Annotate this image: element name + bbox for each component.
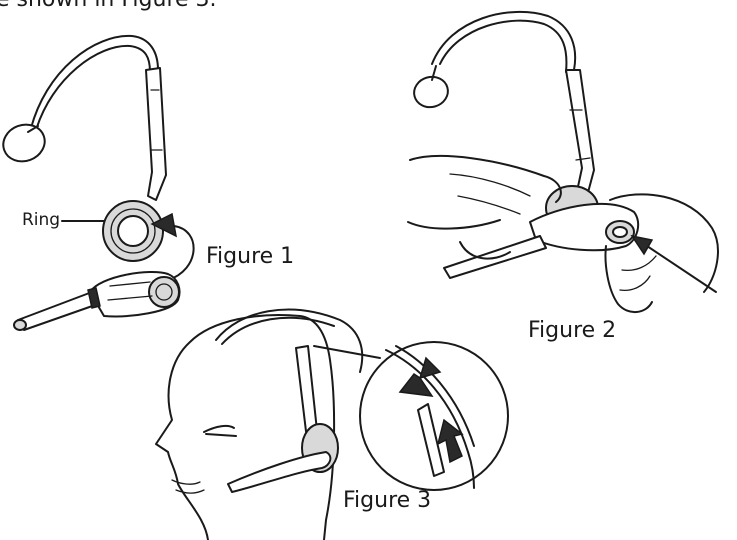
figure2-slider-arm-icon: [566, 70, 594, 200]
figure2-caption: Figure 2: [528, 320, 616, 342]
figure3-head-illustration: [156, 310, 508, 540]
figure1-ear-cushion-icon: [0, 119, 50, 167]
figure1-headset-illustration: [0, 36, 194, 330]
left-hand-icon: [410, 156, 561, 202]
ring-label: Ring: [22, 212, 60, 229]
figure1-caption: Figure 1: [206, 246, 294, 268]
figure2-headband-icon: [432, 12, 575, 70]
figure3-caption: Figure 3: [343, 490, 431, 512]
figure2-arrow-icon: [644, 244, 716, 292]
figure1-slider-arm-icon: [146, 68, 166, 200]
figure2-ear-cushion-icon: [411, 73, 452, 111]
figure2-headset-illustration: [408, 12, 718, 312]
figure1-mic-boom-icon: [18, 292, 98, 330]
figure1-headband-icon: [30, 36, 158, 132]
eye-icon: [204, 426, 234, 432]
